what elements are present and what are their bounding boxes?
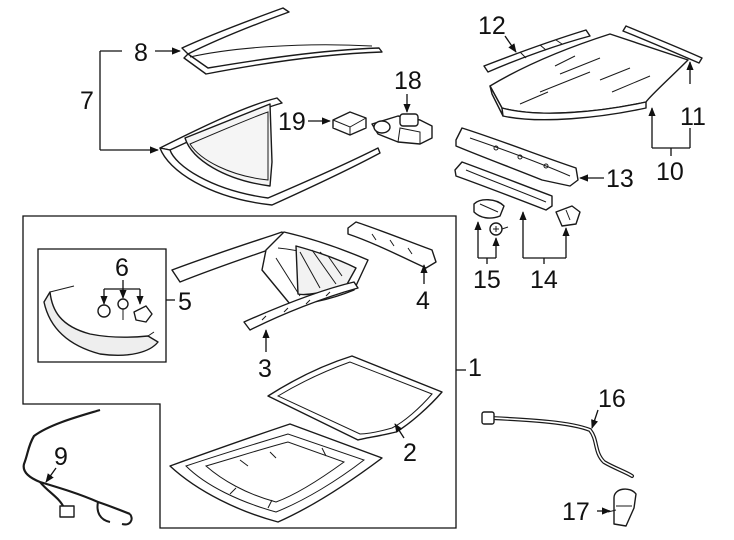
module-19-part [332, 111, 367, 136]
callout-3: 3 [258, 355, 272, 383]
drain-hose-part [481, 411, 634, 478]
rear-rail-13-part [455, 127, 579, 187]
callout-4: 4 [416, 287, 430, 315]
rear-seal-strip-part [622, 25, 703, 64]
callout-16: 16 [598, 385, 626, 413]
clip-14-part [555, 205, 581, 227]
housing-part [169, 423, 383, 523]
motor-18-part [371, 113, 433, 145]
callout-5: 5 [178, 288, 192, 316]
detail-box-frame [37, 248, 167, 363]
callout-14: 14 [530, 266, 558, 294]
upper-weatherstrip-part [181, 7, 383, 75]
callout-12: 12 [478, 12, 506, 40]
side-rail-3-part [243, 281, 359, 331]
callout-7: 7 [80, 87, 94, 115]
grommet-17-part [607, 488, 637, 527]
cover-15-part [473, 199, 505, 219]
screw-15-part [489, 222, 509, 236]
callout-18: 18 [394, 67, 422, 95]
sunroof-frame-part [171, 231, 369, 306]
front-deflector-strip-part [483, 29, 591, 73]
callout-2: 2 [403, 439, 417, 467]
callout-8: 8 [134, 39, 148, 67]
clip-6-part [97, 298, 153, 323]
callout-19: 19 [278, 108, 306, 136]
callout-15: 15 [473, 266, 501, 294]
front-rail-14-part [454, 161, 553, 211]
callout-6: 6 [115, 254, 129, 282]
lower-frame-seal-part [159, 97, 381, 206]
assembly-frame [22, 215, 457, 529]
callout-1: 1 [468, 354, 482, 382]
drain-trough-part [43, 285, 159, 356]
callout-13: 13 [606, 165, 634, 193]
glass-panel-part [489, 33, 689, 121]
wire-harness-part [22, 408, 133, 526]
front-rail-4-part [347, 221, 437, 269]
glass-seal-part [267, 355, 443, 441]
callout-11: 11 [680, 103, 706, 131]
callout-17: 17 [562, 498, 590, 526]
callout-10: 10 [656, 158, 684, 186]
callout-9: 9 [54, 443, 68, 471]
